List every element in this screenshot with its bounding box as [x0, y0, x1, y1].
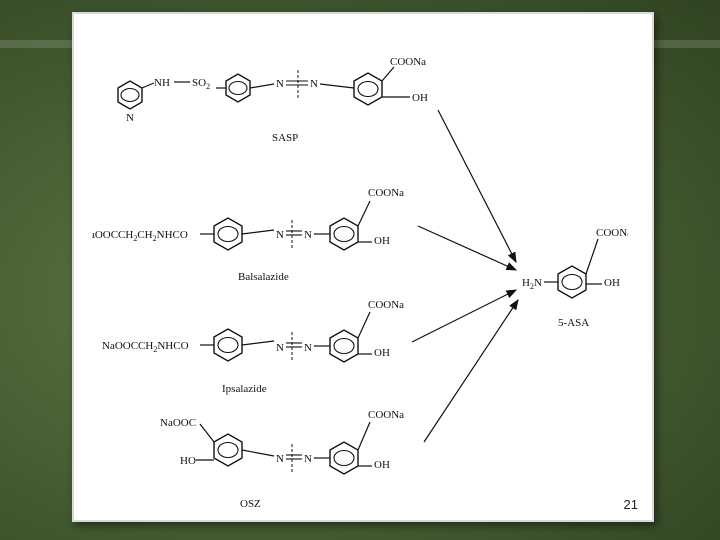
osz-benzene-1 — [213, 433, 243, 467]
balsalazide-name: Balsalazide — [238, 271, 289, 283]
conversion-arrows — [411, 109, 519, 443]
arrow-sasp — [437, 109, 517, 264]
sasp-azo-n2: N — [310, 78, 318, 90]
ipsalazide-chain: NaOOCCH2NHCO — [102, 340, 189, 354]
ipsalazide-azo-n2: N — [304, 342, 312, 354]
asa-h2n: H2N — [522, 277, 542, 291]
page-number: 21 — [623, 497, 638, 512]
sasp-azo-n1: N — [276, 78, 284, 90]
molecule-ipsalazide: NaOOCCH2NHCO N N COONa OH Ipsalazide — [102, 299, 404, 395]
sasp-coona: COONa — [390, 56, 426, 68]
asa-name: 5-ASA — [558, 317, 589, 329]
slide: N NH SO2 N N COO — [72, 12, 654, 522]
balsalazide-chain: NaOOCCH2CH2NHCO — [92, 229, 188, 243]
sasp-nh: NH — [154, 77, 170, 89]
osz-azo-n2: N — [304, 453, 312, 465]
osz-name: OSZ — [240, 498, 261, 510]
slide-content: N NH SO2 N N COO — [92, 24, 628, 512]
prodrug-diagram: N NH SO2 N N COO — [92, 56, 628, 510]
molecule-5-asa: H2N COONa OH 5-ASA — [522, 227, 628, 329]
sasp-benzene-1 — [225, 73, 251, 103]
arrow-ipsalazide — [411, 289, 518, 343]
arrow-osz — [423, 298, 519, 443]
arrow-balsalazide — [417, 225, 518, 271]
osz-naooc: NaOOC — [160, 417, 196, 429]
asa-oh: OH — [604, 277, 620, 289]
molecule-balsalazide: NaOOCCH2CH2NHCO N N COONa OH Balsalazide — [92, 187, 404, 283]
ipsalazide-name: Ipsalazide — [222, 383, 267, 395]
ipsalazide-benzene-1 — [213, 328, 243, 362]
osz-oh: OH — [374, 459, 390, 471]
balsalazide-azo-n1: N — [276, 229, 284, 241]
sasp-so2: SO2 — [192, 77, 210, 91]
asa-benzene — [557, 265, 587, 299]
balsalazide-benzene-1 — [213, 217, 243, 251]
ipsalazide-oh: OH — [374, 347, 390, 359]
osz-azo-n1: N — [276, 453, 284, 465]
osz-ho: HO — [180, 455, 196, 467]
molecule-sasp: N NH SO2 N N COO — [117, 56, 428, 144]
sasp-pyridine-n: N — [126, 112, 134, 124]
asa-coona: COONa — [596, 227, 628, 239]
molecule-osz: NaOOC HO N N COONa OH OSZ — [160, 409, 404, 510]
sasp-oh: OH — [412, 92, 428, 104]
balsalazide-coona: COONa — [368, 187, 404, 199]
sasp-name: SASP — [272, 132, 298, 144]
osz-coona: COONa — [368, 409, 404, 421]
balsalazide-azo-n2: N — [304, 229, 312, 241]
balsalazide-oh: OH — [374, 235, 390, 247]
pyridine-ring — [117, 80, 143, 110]
ipsalazide-azo-n1: N — [276, 342, 284, 354]
ipsalazide-coona: COONa — [368, 299, 404, 311]
